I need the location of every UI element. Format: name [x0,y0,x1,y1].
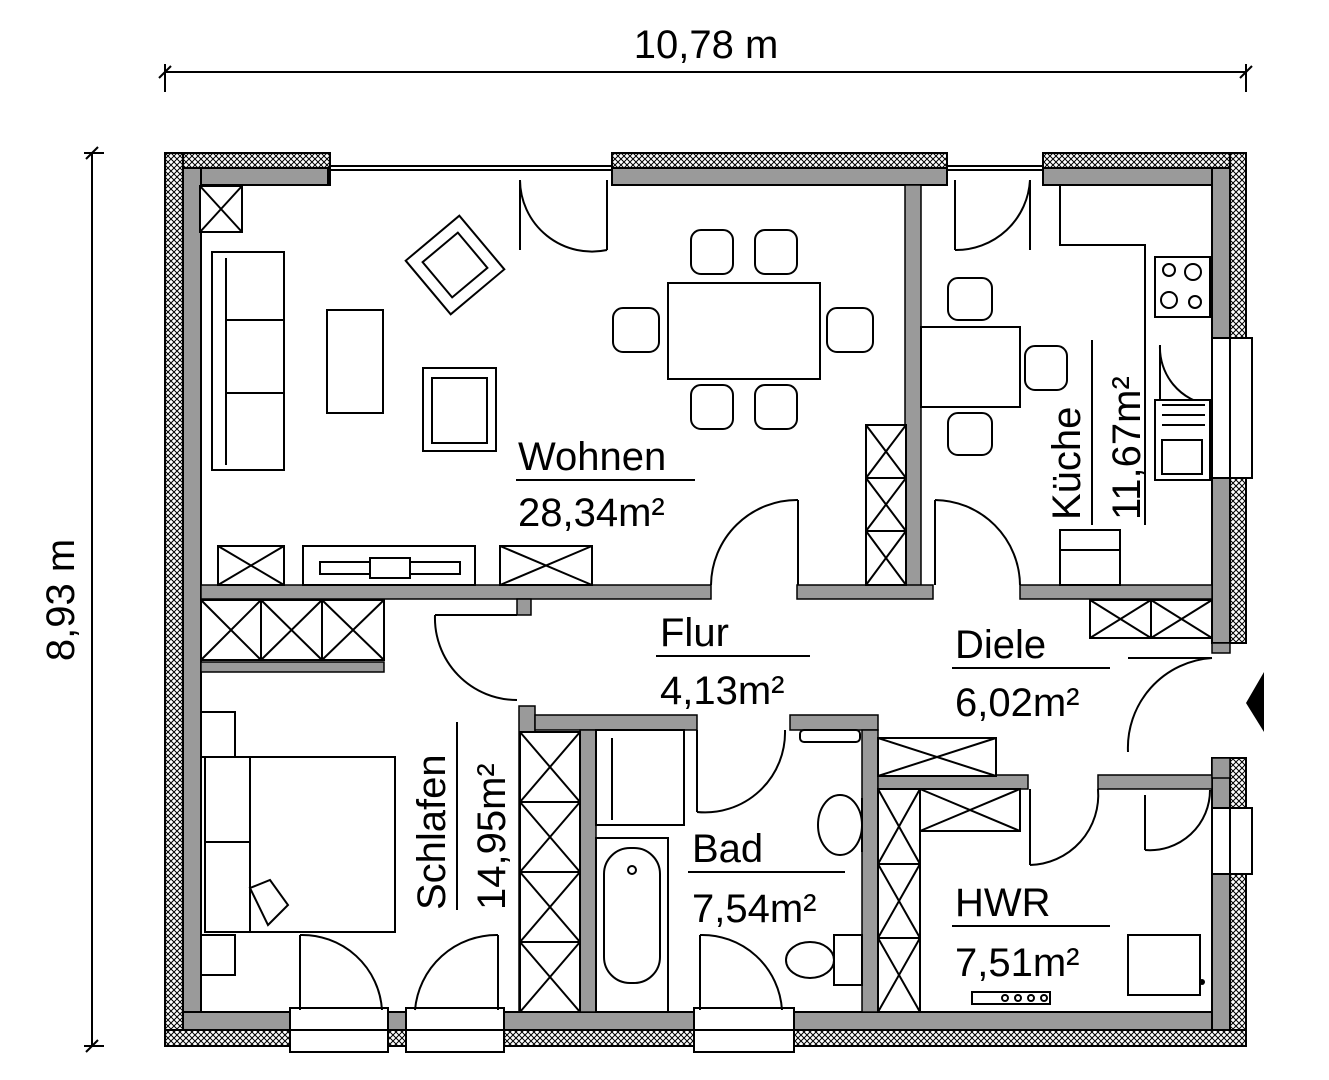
room-name-hwr: HWR [955,881,1051,925]
room-label-flur: Flur 4,13m² [656,611,810,713]
room-area-bad: 7,54m² [692,887,817,931]
room-name-diele: Diele [955,623,1046,667]
room-label-wohnen: Wohnen 28,34m² [516,435,695,535]
windows [289,165,1253,1053]
bad-furniture [595,729,863,1013]
room-name-flur: Flur [660,611,729,655]
height-dimension: 8,93 m [39,146,104,1053]
room-area-wohnen: 28,34m² [518,491,665,535]
room-area-kueche: 11,67m² [1105,376,1149,520]
width-dimension: 10,78 m [158,23,1253,92]
kueche-furniture [920,185,1211,586]
room-name-wohnen: Wohnen [518,435,666,479]
room-label-bad: Bad 7,54m² [688,827,845,931]
room-area-schlafen: 14,95m² [470,763,514,910]
room-name-kueche: Küche [1045,407,1089,520]
schlafen-furniture [200,599,581,1013]
wohnen-furniture [199,185,907,586]
width-dimension-label: 10,78 m [634,23,779,67]
room-label-kueche: Küche 11,67m² [1045,340,1149,525]
entrance-arrow-icon [1246,672,1264,732]
height-dimension-label: 8,93 m [39,539,83,661]
room-label-hwr: HWR 7,51m² [952,881,1110,985]
room-label-schlafen: Schlafen 14,95m² [410,722,514,910]
room-area-diele: 6,02m² [955,681,1080,725]
room-name-bad: Bad [692,827,763,871]
hwr-furniture [877,788,1205,1013]
room-area-flur: 4,13m² [660,669,785,713]
doors [299,179,1213,1011]
diele-furniture [877,599,1213,777]
room-name-schlafen: Schlafen [410,754,454,910]
room-label-diele: Diele 6,02m² [952,623,1110,725]
room-area-hwr: 7,51m² [955,941,1080,985]
